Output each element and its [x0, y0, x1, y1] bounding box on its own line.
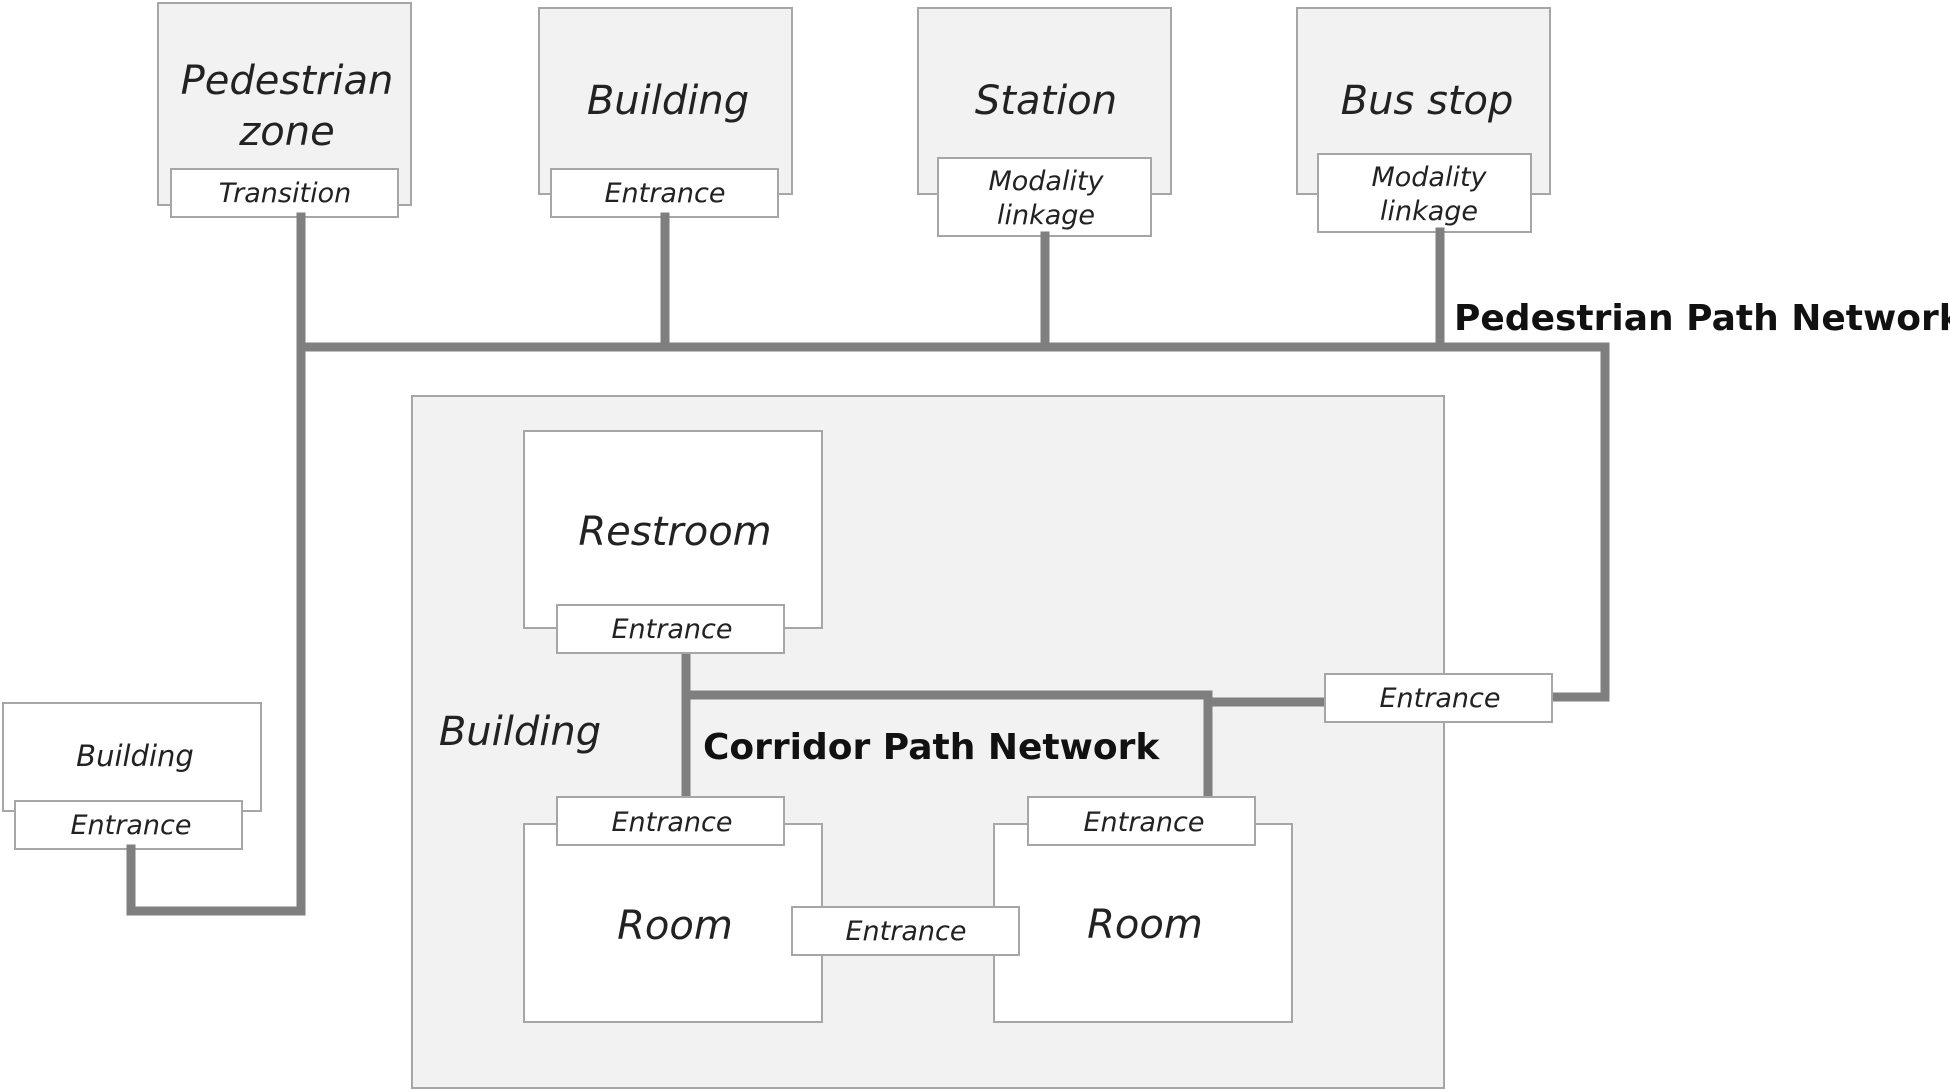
bus-stop-modality-line2: linkage — [1380, 196, 1478, 227]
room-left-box — [523, 823, 823, 1023]
restroom-entrance-box — [556, 604, 785, 654]
pedestrian-right-branch — [1550, 342, 1610, 702]
station-title: Station — [975, 78, 1117, 124]
room-left-entrance-box — [556, 796, 785, 846]
pedestrian-left-building-link — [126, 844, 306, 916]
room-connecting-entrance-label: Entrance — [846, 916, 967, 947]
station-modality-line1: Modality — [988, 166, 1104, 197]
corridor-path-network-label: Corridor Path Network — [703, 727, 1160, 768]
building-outer-entrance-box — [1324, 673, 1553, 723]
bus-stop-title: Bus stop — [1341, 78, 1514, 124]
pedestrian-zone-title-line1: Pedestrian — [181, 58, 394, 104]
building-outer-entrance-label: Entrance — [1380, 683, 1501, 714]
left-building-title: Building — [76, 739, 194, 773]
bus-stop-modality-linkage-box — [1317, 153, 1532, 233]
corridor-path-lines — [681, 648, 1330, 802]
left-building-entrance-box — [14, 800, 243, 850]
room-left-title: Room — [617, 903, 733, 949]
main-building-title: Building — [439, 709, 601, 755]
room-left-entrance-label: Entrance — [612, 807, 733, 838]
left-building-entrance-label: Entrance — [71, 810, 192, 841]
transition-port-box — [170, 168, 399, 218]
station-modality-line2: linkage — [997, 200, 1095, 231]
transition-port-label: Transition — [219, 178, 351, 209]
room-right-entrance-label: Entrance — [1084, 807, 1205, 838]
pedestrian-zone-title-line2: zone — [238, 109, 334, 155]
top-building-title: Building — [587, 78, 749, 124]
restroom-box — [523, 430, 823, 629]
restroom-title: Restroom — [578, 509, 771, 555]
bus-stop-modality-line1: Modality — [1371, 162, 1487, 193]
room-connecting-entrance-box — [791, 906, 1020, 956]
left-building-box — [2, 702, 262, 812]
restroom-entrance-label: Entrance — [612, 614, 733, 645]
top-building-box — [538, 7, 793, 195]
pedestrian-path-lines — [126, 212, 1610, 916]
pedestrian-path-network-label: Pedestrian Path Network — [1454, 298, 1950, 339]
top-building-entrance-label: Entrance — [605, 178, 726, 209]
room-right-title: Room — [1087, 902, 1203, 948]
room-right-entrance-box — [1027, 796, 1256, 846]
